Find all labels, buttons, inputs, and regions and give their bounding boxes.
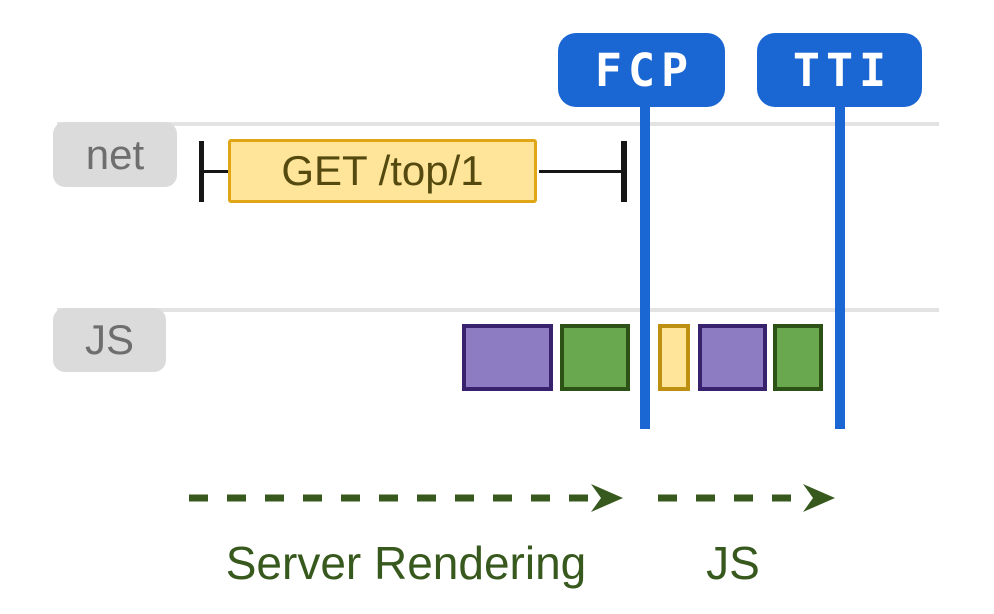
server-rendering-arrowhead-icon — [591, 484, 623, 512]
network-request-label: GET /top/1 — [281, 147, 484, 194]
request-right-connector — [539, 170, 622, 173]
tti-badge-label: TTI — [792, 43, 893, 97]
network-request-bar: GET /top/1 — [228, 139, 537, 203]
server-rendering-phase-label: Server Rendering — [225, 537, 587, 589]
net-track-tab: net — [53, 122, 177, 187]
js-arrowhead-icon — [803, 484, 835, 512]
tti-badge: TTI — [757, 33, 922, 107]
tti-marker-line — [835, 100, 845, 429]
js-track-label: JS — [84, 316, 134, 363]
js-task-block-purple — [462, 324, 553, 391]
request-start-tick — [199, 141, 204, 202]
js-task-block-yellow — [658, 324, 690, 391]
net-track-label: net — [85, 130, 145, 178]
js-phase-label: JS — [706, 537, 760, 589]
fcp-badge: FCP — [558, 33, 725, 107]
net-track-line — [57, 122, 939, 126]
js-task-block-green — [773, 324, 823, 391]
fcp-marker-line — [640, 100, 650, 429]
js-track-line — [57, 308, 939, 312]
js-task-block-green — [560, 324, 630, 391]
js-track-tab: JS — [53, 308, 166, 372]
js-task-block-purple — [698, 324, 767, 391]
fcp-badge-label: FCP — [594, 43, 695, 97]
request-left-connector — [203, 170, 229, 173]
request-end-tick — [621, 141, 627, 202]
